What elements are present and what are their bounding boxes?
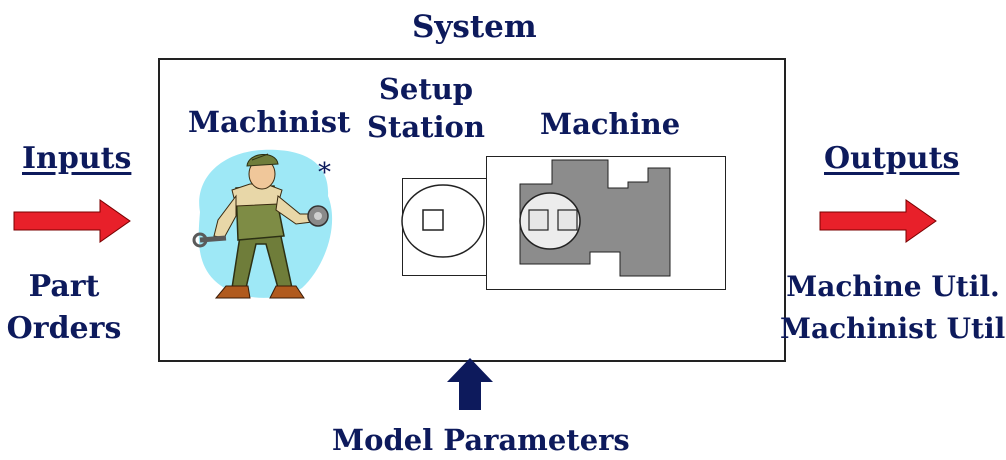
system-title: System <box>412 9 537 45</box>
setup-line-2: Station <box>367 110 485 144</box>
outputs-line-1: Machine Util. <box>786 270 1000 303</box>
input-arrow <box>13 199 131 243</box>
inputs-line-1: Part <box>28 269 100 304</box>
setup-station-label: Setup Station <box>364 70 488 146</box>
parameters-arrow <box>447 358 493 410</box>
machinist-label: Machinist <box>188 105 351 139</box>
setup-station-part <box>422 209 444 231</box>
outputs-line-2: Machinist Util. <box>780 312 1006 345</box>
outputs-label: Machine Util. Machinist Util. <box>780 266 1006 350</box>
inputs-line-2: Orders <box>6 311 122 346</box>
machinist-note: * <box>318 158 331 188</box>
outputs-heading: Outputs <box>824 141 960 176</box>
parameters-label: Model Parameters <box>332 423 630 457</box>
machine-part-right <box>557 209 578 231</box>
machine-label: Machine <box>540 107 681 141</box>
machinist-figure <box>192 149 333 299</box>
output-arrow <box>819 199 937 243</box>
setup-line-1: Setup <box>378 72 474 106</box>
inputs-heading: Inputs <box>22 141 132 176</box>
machine-part-left <box>528 209 549 231</box>
machine-fixture-circle <box>519 192 581 250</box>
inputs-label: Part Orders <box>2 266 126 350</box>
